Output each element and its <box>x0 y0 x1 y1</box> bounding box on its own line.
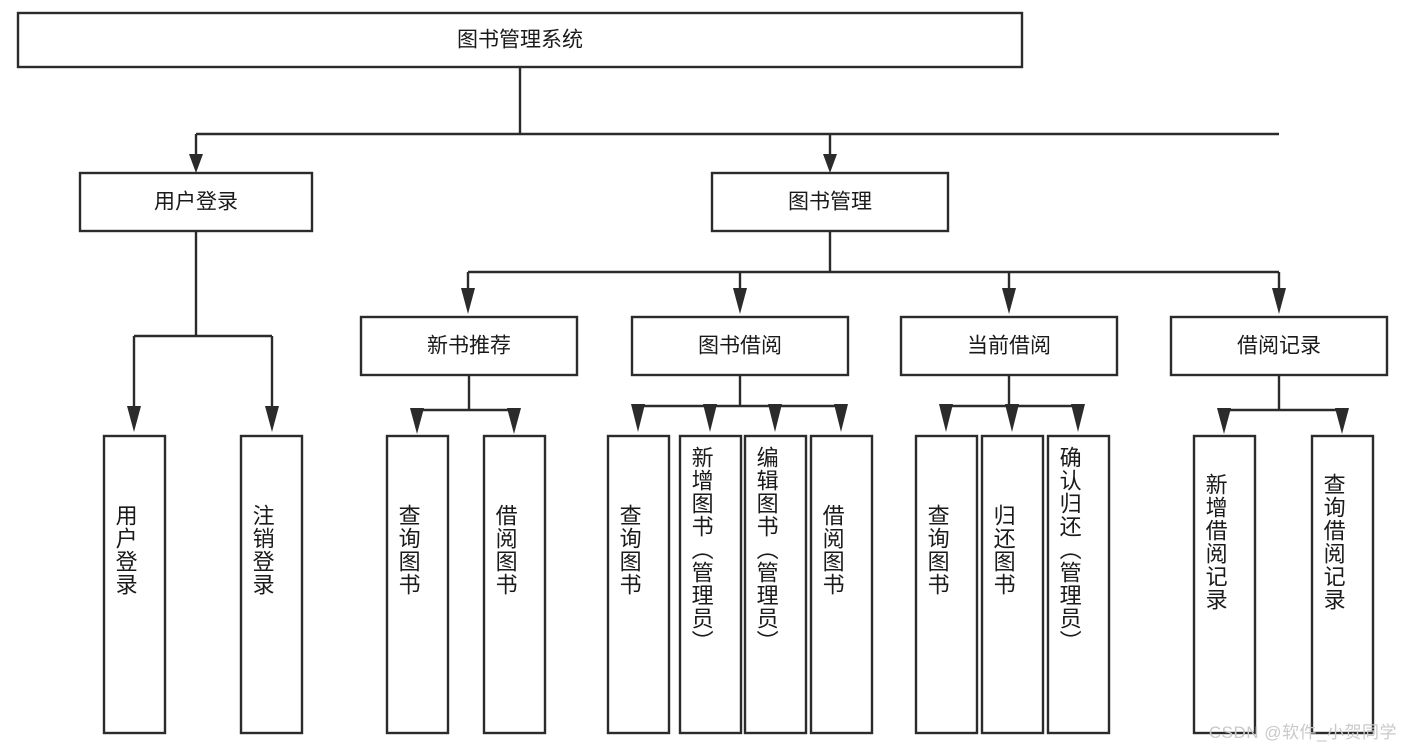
arrow-to-leaf-query-record <box>1335 408 1349 434</box>
node-current-borrow-box <box>899 315 1119 377</box>
node-borrow-record[interactable]: 借阅记录 <box>1169 315 1389 377</box>
leaf-box-return-book[interactable] <box>980 434 1045 735</box>
arrow-to-leaf-user-login <box>127 406 141 432</box>
leaf-box-borrow-book-1[interactable] <box>482 434 547 735</box>
node-current-borrow[interactable]: 当前借阅 <box>899 315 1119 377</box>
connector-user-login-to-leaves <box>127 231 279 432</box>
arrow-to-leaf-add-book <box>703 404 717 432</box>
leaf-box-query-book-2[interactable] <box>606 434 671 735</box>
arrow-to-current-borrow <box>1002 288 1016 314</box>
connector-root-to-level2 <box>189 67 1279 173</box>
arrow-to-leaf-query-book-2 <box>631 404 645 432</box>
arrow-to-leaf-query-book-1 <box>410 408 424 434</box>
node-book-borrow[interactable]: 图书借阅 <box>630 315 850 377</box>
node-new-book-recommend[interactable]: 新书推荐 <box>359 315 579 377</box>
node-current-borrow-label: 当前借阅 <box>967 335 1051 358</box>
leaf-box-user-login[interactable] <box>102 434 167 735</box>
node-new-book-recommend-label: 新书推荐 <box>427 335 511 358</box>
arrow-to-leaf-borrow-book-2 <box>834 404 848 432</box>
node-book-manage-label: 图书管理 <box>788 191 872 214</box>
leaf-box-query-book-3[interactable] <box>914 434 979 735</box>
node-new-book-recommend-box <box>359 315 579 377</box>
leaf-box-edit-book[interactable] <box>743 434 808 735</box>
arrow-to-book-manage <box>823 154 837 173</box>
leaf-box-logout[interactable] <box>239 434 304 735</box>
leaf-box-add-record[interactable] <box>1192 434 1257 735</box>
arrow-to-leaf-add-record <box>1217 408 1231 434</box>
arrow-to-leaf-logout <box>265 406 279 432</box>
leaf-box-add-book[interactable] <box>678 434 743 735</box>
connector-book-borrow-to-leaves <box>631 375 848 432</box>
arrow-to-leaf-return-book <box>1005 404 1019 432</box>
arrow-to-book-borrow <box>733 288 747 314</box>
arrow-to-leaf-query-book-3 <box>939 404 953 432</box>
leaf-box-query-record[interactable] <box>1310 434 1375 735</box>
node-root-box <box>16 11 1024 69</box>
arrow-to-leaf-borrow-book-1 <box>507 408 521 434</box>
node-root[interactable]: 图书管理系统 <box>16 11 1024 69</box>
arrow-to-user-login <box>189 154 203 173</box>
csdn-watermark: CSDN @软件_小贺同学 <box>1208 723 1397 742</box>
connector-borrow-record-to-leaves <box>1217 375 1349 434</box>
connector-book-manage-to-level3 <box>461 231 1286 314</box>
connector-new-book-recommend-to-leaves <box>410 375 521 434</box>
node-user-login-label: 用户登录 <box>154 191 238 214</box>
node-user-login-box <box>78 171 314 233</box>
node-book-borrow-label: 图书借阅 <box>698 335 782 358</box>
leaf-box-query-book-1[interactable] <box>385 434 450 735</box>
node-book-manage[interactable]: 图书管理 <box>710 171 950 233</box>
node-root-label: 图书管理系统 <box>457 29 583 52</box>
arrow-to-new-book-recommend <box>461 288 475 314</box>
connector-current-borrow-to-leaves <box>939 375 1085 432</box>
node-borrow-record-label: 借阅记录 <box>1237 335 1321 358</box>
leaf-box-confirm-return[interactable] <box>1046 434 1111 735</box>
node-user-login[interactable]: 用户登录 <box>78 171 314 233</box>
leaf-box-borrow-book-2[interactable] <box>809 434 874 735</box>
arrow-to-borrow-record <box>1272 288 1286 314</box>
arrow-to-leaf-edit-book <box>768 404 782 432</box>
arrow-to-leaf-confirm-return <box>1071 404 1085 432</box>
